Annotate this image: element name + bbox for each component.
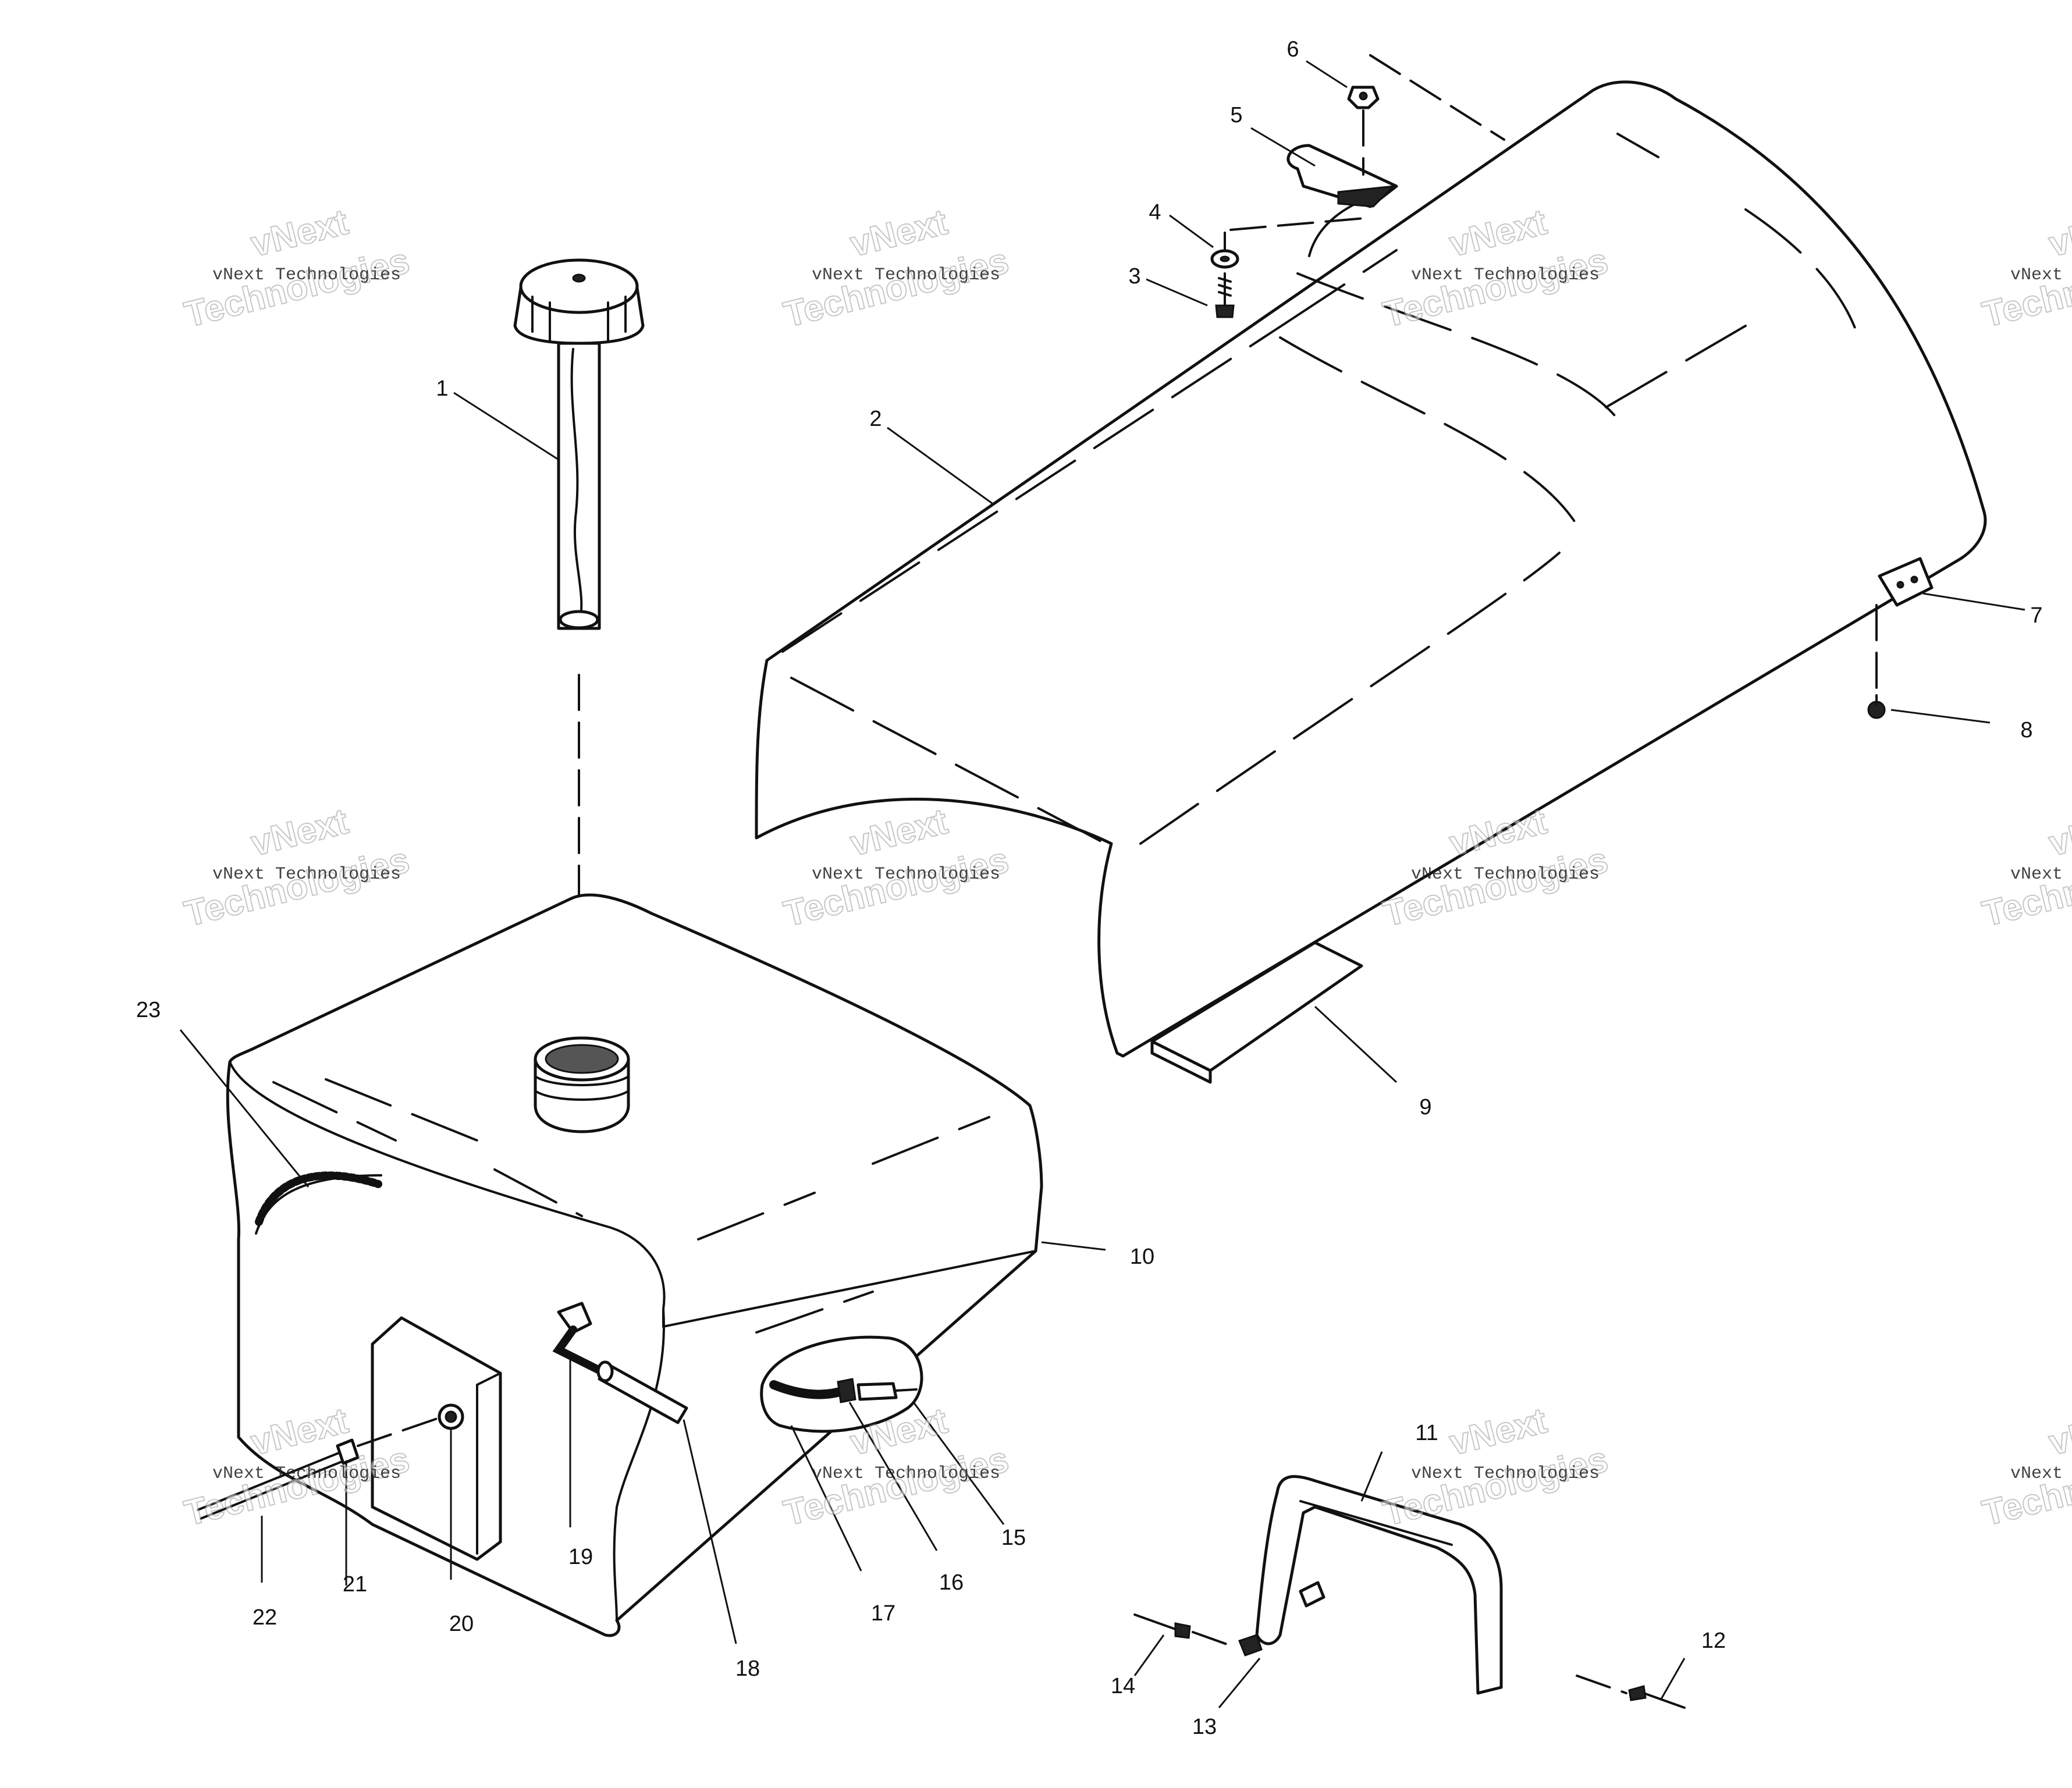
svg-text:vNext Technologies: vNext Technologies: [812, 1464, 1000, 1484]
svg-text:Technologies: Technologies: [180, 840, 413, 935]
svg-text:vNext Technologies: vNext Technologies: [1411, 265, 1600, 285]
seat-strap: [1286, 144, 1398, 208]
tank-side-panel: [371, 1316, 502, 1561]
fuel-cap-gauge: [513, 258, 645, 630]
svg-text:vNext Technologies: vNext Technologies: [2010, 265, 2072, 285]
watermark: vNext Technologies vNext Technologies: [1978, 201, 2072, 336]
svg-text:vNext: vNext: [1445, 1400, 1551, 1463]
bar-screw-left: [1133, 1613, 1191, 1639]
svg-text:vNext: vNext: [2045, 202, 2072, 265]
callout-12: 12: [1701, 1629, 1726, 1653]
callout-4: 4: [1149, 200, 1161, 225]
fuel-filter: [856, 1382, 918, 1401]
callouts: 1 2 3 4 5 6 7 8 9 10 11 12 13 14 15 16 1…: [136, 37, 2043, 1739]
watermark: vNext Technologies vNext Technologies: [1978, 1400, 2072, 1534]
svg-text:vNext Technologies: vNext Technologies: [1411, 1464, 1600, 1484]
svg-text:Technologies: Technologies: [780, 241, 1012, 336]
callout-21: 21: [343, 1572, 367, 1597]
svg-text:vNext Technologies: vNext Technologies: [2010, 865, 2072, 884]
svg-text:vNext Technologies: vNext Technologies: [212, 865, 401, 884]
callout-2: 2: [869, 407, 882, 431]
svg-text:Technologies: Technologies: [180, 241, 413, 336]
seat-pad: [1150, 941, 1363, 1084]
fuel-hose: [596, 1360, 688, 1424]
fuel-line: [197, 1448, 353, 1520]
svg-text:vNext: vNext: [247, 801, 352, 864]
callout-7: 7: [2030, 603, 2042, 628]
bar-rivet: [1238, 1634, 1263, 1657]
bar-screw-right: [1628, 1685, 1686, 1709]
callout-5: 5: [1230, 103, 1242, 127]
callout-15: 15: [1001, 1526, 1026, 1550]
callout-10: 10: [1130, 1245, 1154, 1269]
elbow-fitting: [552, 1302, 603, 1374]
svg-text:vNext Technologies: vNext Technologies: [1411, 865, 1600, 884]
callout-20: 20: [449, 1612, 474, 1636]
watermark: vNext Technologies vNext Technologies: [1978, 801, 2072, 935]
watermark: vNext Technologies vNext Technologies: [1378, 1400, 1612, 1534]
callout-23: 23: [136, 998, 161, 1022]
leader-lines: [179, 60, 2025, 1708]
fuel-tank: [226, 893, 1043, 1637]
seat-bracket: [1878, 557, 1934, 607]
callout-6: 6: [1286, 37, 1299, 62]
svg-text:Technologies: Technologies: [780, 1439, 1012, 1534]
callout-18: 18: [735, 1657, 760, 1681]
callout-17: 17: [871, 1601, 895, 1626]
svg-text:vNext Technologies: vNext Technologies: [212, 265, 401, 285]
svg-text:vNext Technologies: vNext Technologies: [812, 265, 1000, 285]
svg-text:vNext Technologies: vNext Technologies: [212, 1464, 401, 1484]
svg-text:Technologies: Technologies: [1379, 1439, 1612, 1534]
filter-hose: [769, 1380, 848, 1399]
watermark: vNext Technologies vNext Technologies: [180, 801, 414, 935]
callout-11: 11: [1415, 1421, 1438, 1445]
strap-nut: [1347, 86, 1380, 109]
svg-text:vNext: vNext: [846, 801, 951, 864]
strap-screw: [1215, 272, 1235, 318]
svg-text:vNext: vNext: [2045, 801, 2072, 864]
seat-screw: [1867, 694, 1886, 719]
svg-text:vNext Technologies: vNext Technologies: [2010, 1464, 2072, 1484]
svg-text:vNext: vNext: [846, 202, 951, 265]
filter-clamp: [837, 1378, 856, 1403]
callout-16: 16: [939, 1570, 964, 1595]
watermark: vNext Technologies vNext Technologies: [779, 201, 1013, 336]
svg-text:vNext: vNext: [2045, 1400, 2072, 1463]
callout-3: 3: [1128, 264, 1140, 289]
vent-hose: [255, 1171, 382, 1235]
tank-fitting: [438, 1403, 464, 1430]
watermark: vNext Technologies vNext Technologies: [180, 201, 414, 336]
seat: [755, 80, 1987, 1058]
tank-filler-neck: [534, 1036, 630, 1133]
callout-8: 8: [2020, 718, 2032, 742]
callout-22: 22: [253, 1605, 277, 1630]
watermark: vNext Technologies vNext Technologies: [779, 801, 1013, 935]
line-clamp: [336, 1438, 360, 1465]
svg-text:vNext Technologies: vNext Technologies: [812, 865, 1000, 884]
callout-13: 13: [1192, 1715, 1217, 1739]
callout-1: 1: [436, 376, 448, 401]
callout-19: 19: [568, 1545, 593, 1569]
strap-washer: [1210, 249, 1239, 269]
svg-text:vNext: vNext: [247, 202, 352, 265]
svg-text:Technologies: Technologies: [780, 840, 1012, 935]
grab-bar: [1255, 1475, 1503, 1695]
callout-9: 9: [1419, 1095, 1431, 1119]
callout-14: 14: [1111, 1674, 1135, 1698]
